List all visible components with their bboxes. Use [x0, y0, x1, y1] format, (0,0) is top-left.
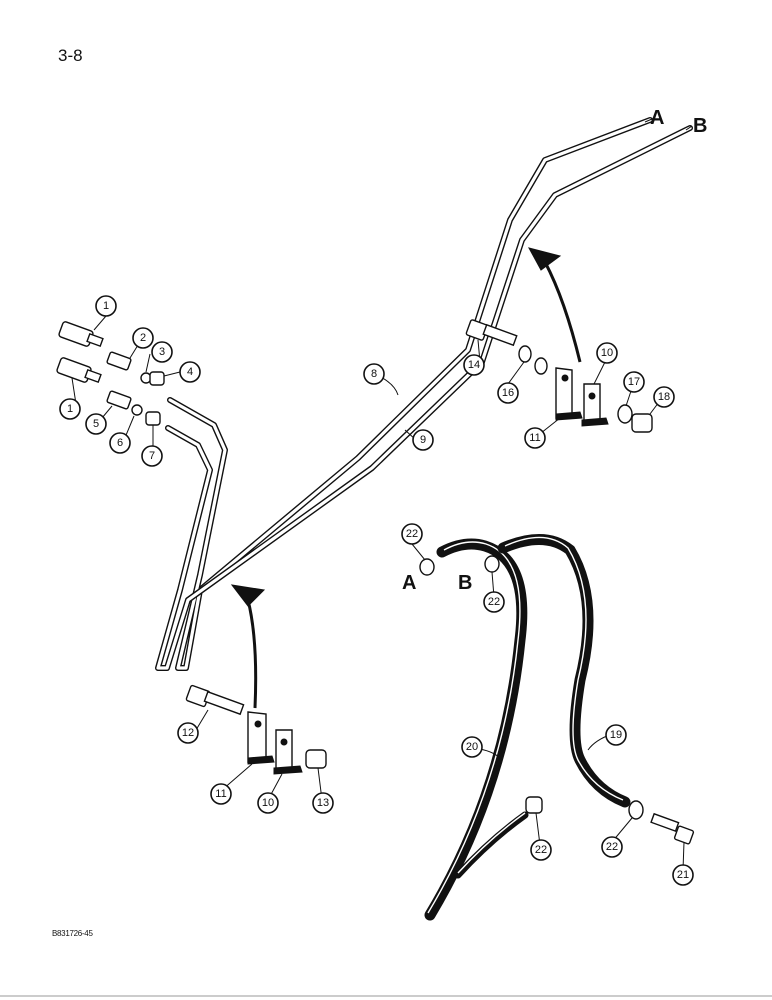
svg-text:18: 18 — [658, 391, 670, 403]
callout-10-lower: 10 — [257, 792, 279, 814]
callout-11-lower: 11 — [210, 783, 232, 805]
assembly-arrow-lower-icon — [230, 584, 266, 709]
tube-end-b — [685, 125, 693, 131]
svg-text:8: 8 — [371, 368, 377, 380]
tube-8 — [167, 117, 653, 671]
nut-22-b-icon — [484, 555, 500, 573]
washer-16b-icon — [534, 357, 548, 375]
tube-end-a — [644, 118, 653, 123]
adapter-5-icon — [106, 390, 132, 410]
callout-17: 17 — [623, 371, 645, 393]
callout-1-lower: 1 — [59, 398, 81, 420]
svg-text:21: 21 — [677, 869, 689, 881]
callout-18: 18 — [653, 386, 675, 408]
drawing-code: B831726-45 — [52, 929, 93, 938]
svg-text:11: 11 — [529, 432, 540, 444]
svg-text:11: 11 — [215, 788, 226, 800]
callout-22-lower: 22 — [530, 839, 552, 861]
callout-8: 8 — [363, 363, 385, 385]
callout-22-b: 22 — [483, 591, 505, 613]
hose-20-branch — [454, 811, 529, 879]
hose-label-a: A — [402, 572, 416, 594]
svg-text:17: 17 — [628, 376, 640, 388]
callout-7: 7 — [141, 445, 163, 467]
clamp-10-upper-icon — [581, 383, 609, 427]
nut-7-icon — [145, 411, 161, 426]
callout-21: 21 — [672, 864, 694, 886]
nut-22-right-icon — [628, 800, 644, 820]
svg-text:22: 22 — [406, 528, 418, 540]
callout-1-upper: 1 — [95, 295, 117, 317]
callout-13: 13 — [312, 792, 334, 814]
svg-text:16: 16 — [502, 387, 514, 399]
fitting-1-lower-icon — [56, 357, 102, 384]
callout-9: 9 — [412, 429, 434, 451]
svg-text:1: 1 — [103, 300, 109, 312]
tube-label-a: A — [650, 107, 664, 129]
callout-3: 3 — [151, 341, 173, 363]
nut-13-icon — [305, 749, 327, 769]
clamp-11-upper-icon — [555, 367, 583, 421]
hose-label-b: B — [458, 572, 472, 594]
callout-6: 6 — [109, 432, 131, 454]
nut-4-icon — [149, 371, 165, 386]
callout-10-upper: 10 — [596, 342, 618, 364]
svg-text:14: 14 — [468, 359, 480, 371]
clamp-11-lower-icon — [247, 711, 275, 765]
adapter-2-icon — [106, 351, 132, 371]
callout-16: 16 — [497, 382, 519, 404]
svg-text:20: 20 — [466, 741, 478, 753]
adapter-21-icon — [650, 812, 695, 845]
callout-19: 19 — [605, 724, 627, 746]
nut-6-icon — [131, 404, 143, 416]
svg-text:13: 13 — [317, 797, 329, 809]
svg-text:9: 9 — [420, 434, 426, 446]
tube-9 — [155, 125, 693, 671]
svg-text:1: 1 — [67, 403, 73, 415]
callout-22-right: 22 — [601, 836, 623, 858]
svg-text:19: 19 — [610, 729, 622, 741]
nut-18-icon — [631, 413, 653, 433]
callout-5: 5 — [85, 413, 107, 435]
nut-22-lower-icon — [525, 796, 543, 814]
tube-label-b: B — [693, 115, 707, 137]
clamp-10-lower-icon — [273, 729, 303, 775]
svg-text:2: 2 — [140, 332, 146, 344]
bolt-12-icon — [185, 684, 245, 716]
svg-text:5: 5 — [93, 418, 99, 430]
assembly-arrow-upper-icon — [528, 247, 582, 363]
svg-text:12: 12 — [182, 727, 194, 739]
callout-12: 12 — [177, 722, 199, 744]
washer-17-icon — [617, 404, 633, 424]
page-number: 3-8 — [58, 46, 83, 65]
svg-text:3: 3 — [159, 346, 165, 358]
svg-text:6: 6 — [117, 437, 123, 449]
hose-19 — [497, 534, 631, 808]
callout-22-a: 22 — [401, 523, 423, 545]
hose-20 — [424, 538, 528, 921]
callout-4: 4 — [179, 361, 201, 383]
callout-14: 14 — [463, 354, 485, 376]
callout-11-upper: 11 — [524, 427, 546, 449]
svg-text:10: 10 — [601, 347, 613, 359]
callout-20: 20 — [461, 736, 483, 758]
svg-text:22: 22 — [488, 596, 500, 608]
washer-16a-icon — [518, 345, 532, 363]
fitting-1-upper-icon — [58, 321, 104, 348]
nut-22-a-icon — [419, 558, 435, 576]
svg-text:22: 22 — [606, 841, 618, 853]
svg-text:7: 7 — [149, 450, 155, 462]
svg-text:22: 22 — [535, 844, 547, 856]
svg-text:4: 4 — [187, 366, 193, 378]
callout-2: 2 — [132, 327, 154, 349]
bolt-14-icon — [465, 319, 518, 347]
svg-text:10: 10 — [262, 797, 274, 809]
